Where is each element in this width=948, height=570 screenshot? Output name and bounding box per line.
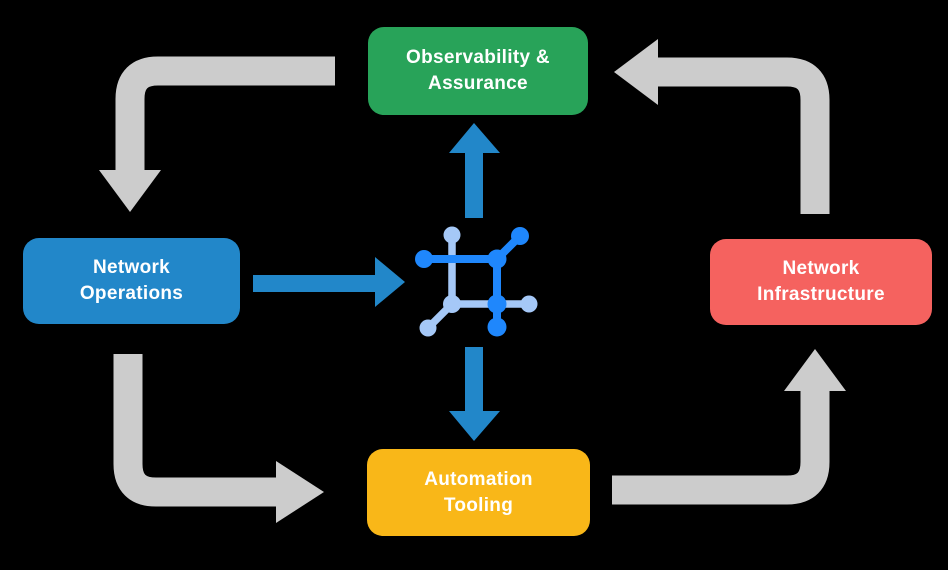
icon-secondary-lines <box>425 232 531 331</box>
arrow-automation-to-infrastructure <box>612 349 846 505</box>
icon-primary-dots <box>415 227 529 337</box>
arrowhead-up <box>784 349 846 391</box>
arrow-observability-to-operations <box>99 56 335 212</box>
box-observability-assurance: Observability & Assurance <box>368 27 588 115</box>
arrowhead-right <box>276 461 324 523</box>
box-network-infrastructure: Network Infrastructure <box>710 239 932 325</box>
box-observability-assurance-label: Observability & Assurance <box>406 47 550 94</box>
icon-secondary-dots <box>419 226 538 337</box>
arrowhead-left <box>614 39 658 105</box>
box-network-operations-label: Network Operations <box>79 257 184 304</box>
network-node-icon-svg <box>415 226 538 337</box>
network-node-icon <box>411 218 541 348</box>
arrow-infrastructure-to-observability <box>614 39 830 214</box>
box-network-infrastructure-label: Network Infrastructure <box>757 258 885 305</box>
arrow-operations-to-automation <box>113 354 324 523</box>
arrow-operations-to-center <box>253 257 405 307</box>
arrowhead-down <box>99 170 161 212</box>
box-network-operations: Network Operations <box>23 238 240 324</box>
box-automation-tooling: Automation Tooling <box>367 449 590 536</box>
arrow-center-to-automation <box>449 347 500 441</box>
box-automation-tooling-label: Automation Tooling <box>424 468 533 516</box>
arrow-center-to-observability <box>449 123 500 218</box>
